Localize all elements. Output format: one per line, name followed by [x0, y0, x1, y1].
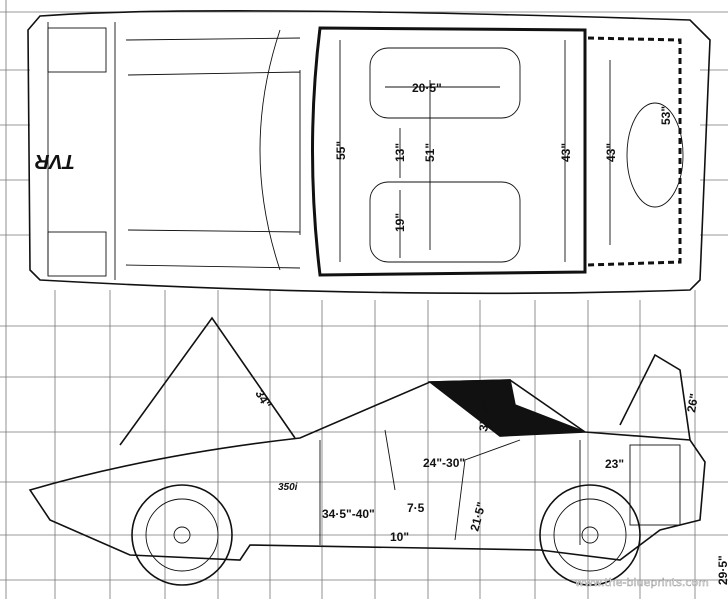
dim-cabin-width: 43" [559, 143, 573, 162]
top-view: TVR 20·5" 55" 13" 51" 43" 43" 53" 19" [27, 10, 711, 295]
dim-interior-width: 51" [423, 143, 437, 162]
watermark: www.the-blueprints.com [575, 576, 709, 589]
dim-wheel-height: 7·5 [407, 501, 425, 515]
dim-boot-depth: 23" [605, 457, 624, 471]
dim-seat-depth: 19" [393, 213, 407, 232]
dim-seat-height: 10" [390, 530, 409, 544]
dim-seat-back: 21·5" [467, 500, 488, 532]
dim-boot-length: 43" [604, 143, 618, 162]
dim-headroom: 37·5" [476, 401, 495, 433]
dim-boot-width: 53" [659, 106, 673, 125]
dim-steering-reach: 24"-30" [423, 456, 465, 470]
dim-boot-lid-open: 26" [684, 392, 701, 413]
model-badge: 350i [278, 482, 298, 493]
dim-seat-width: 20·5" [412, 81, 442, 95]
dim-leg-room: 34·5"-40" [322, 507, 375, 521]
dim-bonnet-open: 34" [252, 388, 274, 411]
dim-cabin-length: 55" [334, 141, 348, 160]
hood-logo: TVR [34, 150, 75, 172]
side-view: 350i 34" 37·5" 26" 24"-30" 23" 34·5"-40"… [28, 316, 728, 589]
dim-seat-gap: 13" [393, 143, 407, 162]
dim-boot-sill-height: 29·5" [716, 555, 728, 585]
